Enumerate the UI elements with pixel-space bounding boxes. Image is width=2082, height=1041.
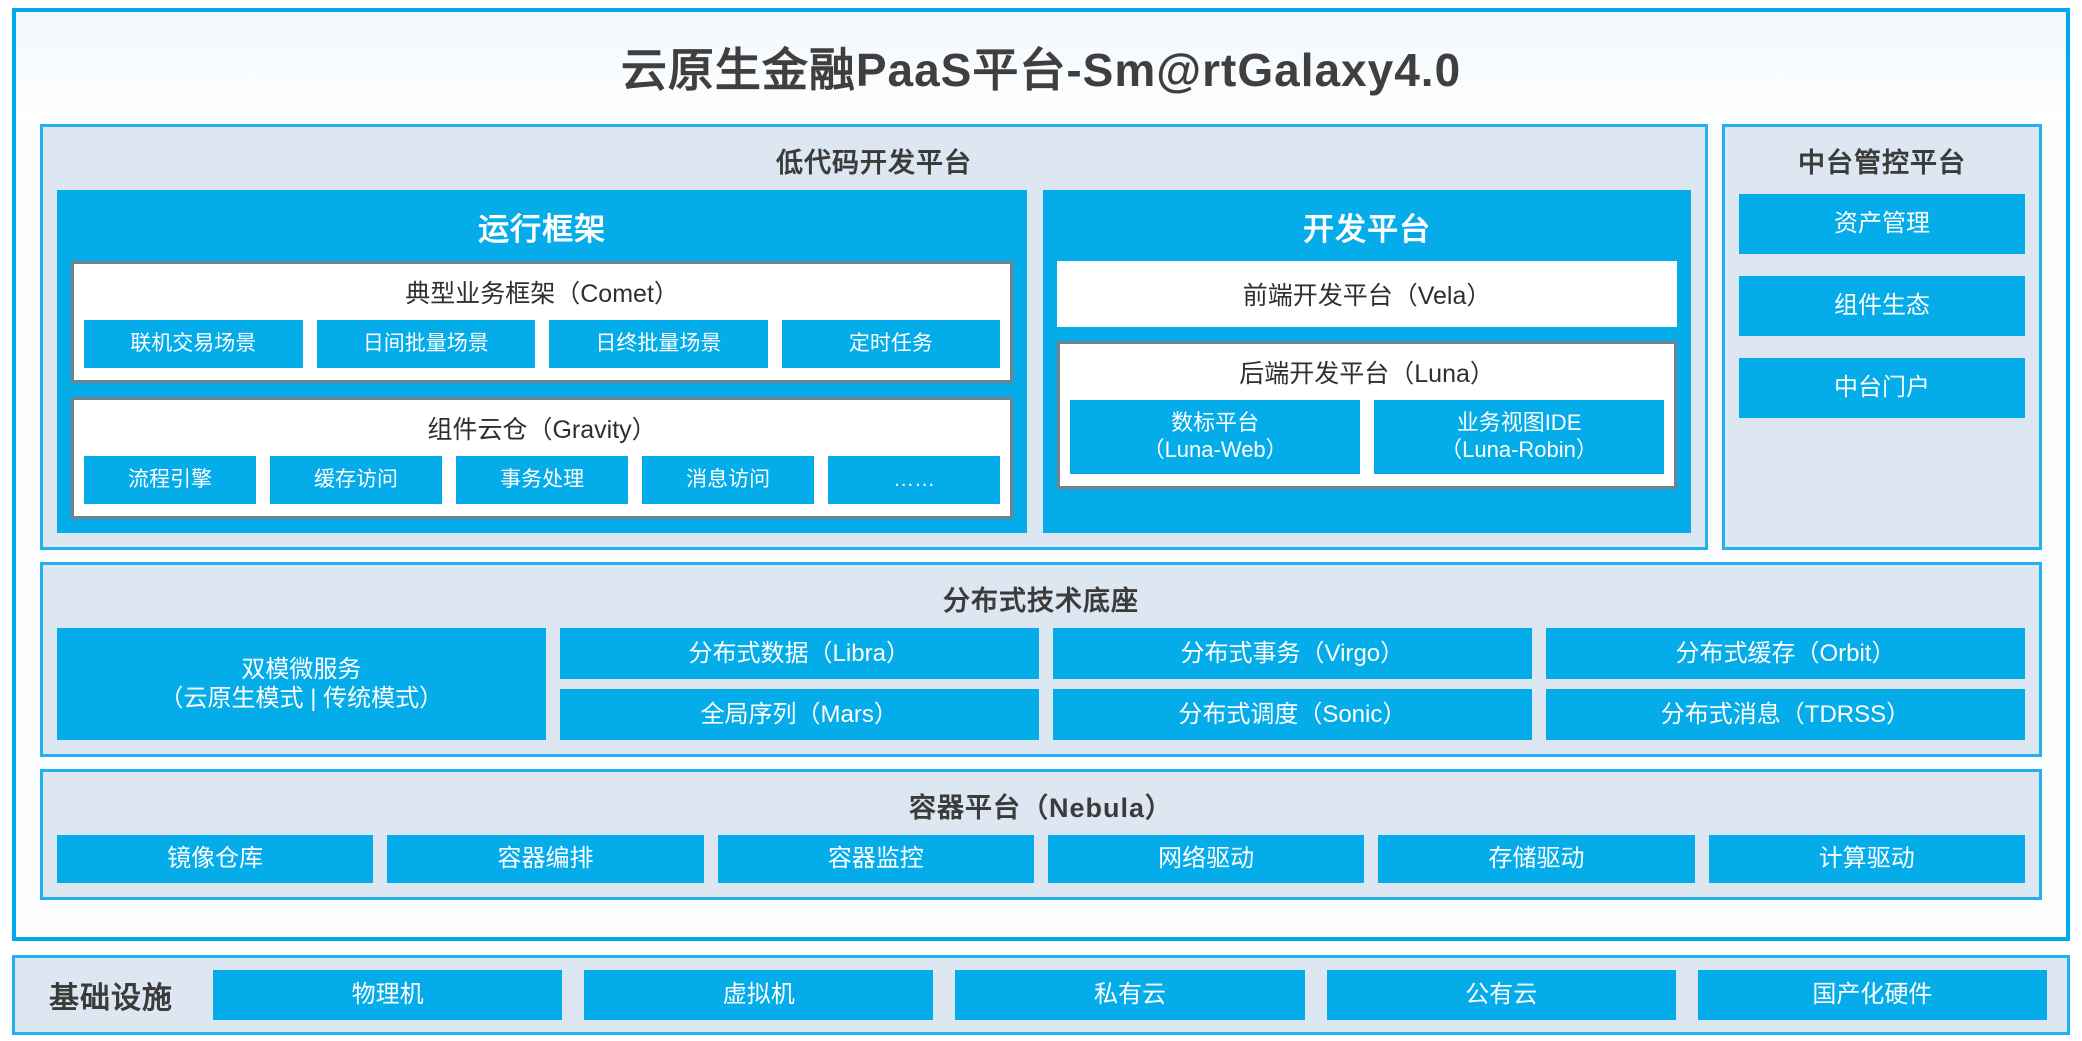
midplatform-item-portal[interactable]: 中台门户 (1739, 358, 2025, 418)
container-item-storage-driver[interactable]: 存储驱动 (1378, 835, 1695, 883)
distributed-column-1: 分布式数据（Libra） 全局序列（Mars） (559, 628, 1039, 740)
distributed-base-grid: 双模微服务 （云原生模式 | 传统模式） 分布式数据（Libra） 全局序列（M… (57, 628, 2026, 740)
runtime-framework-title: 运行框架 (478, 212, 607, 247)
infrastructure-item-public-cloud[interactable]: 公有云 (1326, 970, 1676, 1020)
main-architecture-frame: 云原生金融PaaS平台-Sm@rtGalaxy4.0 低代码开发平台 运行框架 … (12, 8, 2070, 941)
container-item-monitoring[interactable]: 容器监控 (717, 835, 1034, 883)
infrastructure-panel: 基础设施 物理机 虚拟机 私有云 公有云 国产化硬件 (12, 955, 2070, 1035)
midplatform-item-asset-management[interactable]: 资产管理 (1739, 194, 2025, 254)
lowcode-platform-panel: 低代码开发平台 运行框架 典型业务框架（Comet） 联机交易场景 日间批量场景… (40, 124, 1708, 550)
runtime-framework-block: 运行框架 典型业务框架（Comet） 联机交易场景 日间批量场景 日终批量场景 … (57, 190, 1028, 533)
dual-mode-microservice-item[interactable]: 双模微服务 （云原生模式 | 传统模式） (57, 628, 546, 740)
midplatform-items: 资产管理 组件生态 中台门户 (1739, 190, 2025, 533)
lowcode-platform-title: 低代码开发平台 (776, 148, 972, 178)
distributed-item-mars[interactable]: 全局序列（Mars） (559, 689, 1039, 740)
development-platform-title: 开发平台 (1303, 212, 1432, 247)
frontend-platform-box[interactable]: 前端开发平台（Vela） (1057, 261, 1677, 327)
gravity-items: 流程引擎 缓存访问 事务处理 消息访问 …… (84, 456, 1001, 504)
container-platform-title: 容器平台（Nebula） (908, 793, 1174, 823)
backend-platform-box: 后端开发平台（Luna） 数标平台 （Luna-Web） 业务视图IDE （Lu… (1057, 341, 1677, 489)
infrastructure-item-domestic-hardware[interactable]: 国产化硬件 (1697, 970, 2048, 1020)
midplatform-item-component-ecosystem[interactable]: 组件生态 (1739, 276, 2025, 336)
container-item-image-registry[interactable]: 镜像仓库 (57, 835, 374, 883)
distributed-column-2: 分布式事务（Virgo） 分布式调度（Sonic） (1052, 628, 1532, 740)
gravity-item[interactable]: 事务处理 (456, 456, 629, 504)
dual-mode-line2: （云原生模式 | 传统模式） (159, 685, 444, 712)
distributed-item-sonic[interactable]: 分布式调度（Sonic） (1052, 689, 1532, 740)
luna-web-item[interactable]: 数标平台 （Luna-Web） (1070, 400, 1361, 474)
dual-mode-line1: 双模微服务 (241, 655, 362, 683)
infrastructure-label: 基础设施 (49, 982, 173, 1015)
distributed-item-libra[interactable]: 分布式数据（Libra） (559, 628, 1039, 679)
distributed-base-panel: 分布式技术底座 双模微服务 （云原生模式 | 传统模式） 分布式数据（Libra… (40, 562, 2042, 757)
container-item-network-driver[interactable]: 网络驱动 (1047, 835, 1365, 883)
gravity-item-ellipsis[interactable]: …… (828, 456, 1001, 504)
development-platform-block: 开发平台 前端开发平台（Vela） 后端开发平台（Luna） 数标平台 （Lun… (1043, 190, 1691, 533)
midplatform-panel: 中台管控平台 资产管理 组件生态 中台门户 (1722, 124, 2042, 550)
backend-platform-items: 数标平台 （Luna-Web） 业务视图IDE （Luna-Robin） (1070, 400, 1664, 474)
comet-item[interactable]: 定时任务 (781, 320, 1001, 368)
comet-item[interactable]: 日终批量场景 (549, 320, 768, 368)
distributed-item-virgo[interactable]: 分布式事务（Virgo） (1052, 628, 1532, 679)
container-item-compute-driver[interactable]: 计算驱动 (1708, 835, 2025, 883)
luna-robin-name: 业务视图IDE (1456, 410, 1582, 436)
comet-item[interactable]: 联机交易场景 (84, 320, 303, 368)
luna-robin-code: （Luna-Robin） (1440, 437, 1598, 462)
luna-robin-item[interactable]: 业务视图IDE （Luna-Robin） (1374, 400, 1664, 474)
distributed-item-tdrss[interactable]: 分布式消息（TDRSS） (1545, 689, 2026, 740)
container-platform-items: 镜像仓库 容器编排 容器监控 网络驱动 存储驱动 计算驱动 (57, 835, 2025, 883)
distributed-item-orbit[interactable]: 分布式缓存（Orbit） (1545, 628, 2026, 679)
infrastructure-item-physical-machine[interactable]: 物理机 (213, 970, 563, 1020)
midplatform-title: 中台管控平台 (1798, 148, 1966, 178)
container-item-orchestration[interactable]: 容器编排 (387, 835, 704, 883)
gravity-box: 组件云仓（Gravity） 流程引擎 缓存访问 事务处理 消息访问 …… (71, 397, 1014, 519)
architecture-body: 低代码开发平台 运行框架 典型业务框架（Comet） 联机交易场景 日间批量场景… (16, 124, 2066, 927)
backend-platform-title: 后端开发平台（Luna） (1239, 360, 1495, 388)
infrastructure-item-virtual-machine[interactable]: 虚拟机 (584, 970, 934, 1020)
gravity-item[interactable]: 消息访问 (642, 456, 815, 504)
lowcode-platform-content: 运行框架 典型业务框架（Comet） 联机交易场景 日间批量场景 日终批量场景 … (57, 190, 1691, 533)
comet-title: 典型业务框架（Comet） (405, 280, 679, 308)
distributed-base-title: 分布式技术底座 (943, 586, 1139, 616)
comet-items: 联机交易场景 日间批量场景 日终批量场景 定时任务 (84, 320, 1001, 368)
distributed-column-3: 分布式缓存（Orbit） 分布式消息（TDRSS） (1545, 628, 2026, 740)
comet-box: 典型业务框架（Comet） 联机交易场景 日间批量场景 日终批量场景 定时任务 (71, 261, 1014, 383)
comet-item[interactable]: 日间批量场景 (316, 320, 536, 368)
gravity-item[interactable]: 缓存访问 (270, 456, 443, 504)
gravity-item[interactable]: 流程引擎 (84, 456, 257, 504)
luna-web-name: 数标平台 (1171, 410, 1260, 436)
row-lowcode-and-midplatform: 低代码开发平台 运行框架 典型业务框架（Comet） 联机交易场景 日间批量场景… (40, 124, 2042, 550)
infrastructure-item-private-cloud[interactable]: 私有云 (955, 970, 1305, 1020)
gravity-title: 组件云仓（Gravity） (427, 416, 657, 444)
page-title: 云原生金融PaaS平台-Sm@rtGalaxy4.0 (16, 12, 2066, 124)
container-platform-panel: 容器平台（Nebula） 镜像仓库 容器编排 容器监控 网络驱动 存储驱动 计算… (40, 769, 2042, 900)
luna-web-code: （Luna-Web） (1142, 437, 1288, 462)
